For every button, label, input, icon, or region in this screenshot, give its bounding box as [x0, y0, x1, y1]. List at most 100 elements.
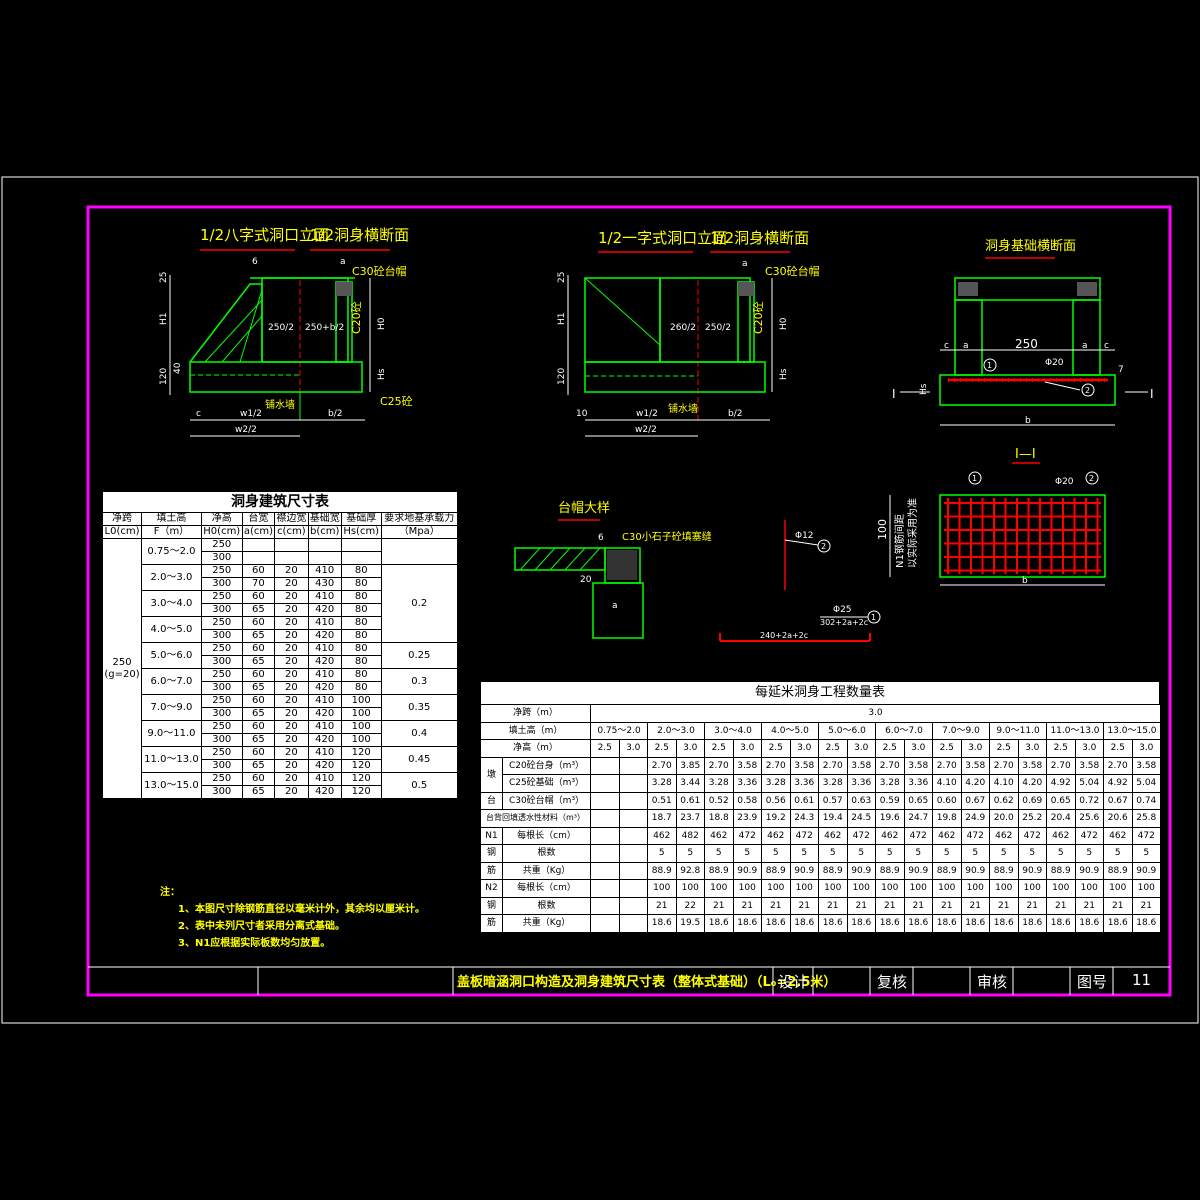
dim-cell [307, 551, 342, 565]
mesh-note-2: 以实际采用为准 [906, 498, 919, 568]
qty-cell: 18.6 [761, 914, 791, 933]
dim-cell [274, 551, 309, 565]
qty-cell: 90.9 [732, 861, 762, 880]
qty-cell: 0.65 [1046, 791, 1076, 810]
qty-height: 3.0 [618, 739, 648, 758]
dim-bearing: 0.2 [380, 564, 458, 643]
qty-cell: 92.8 [675, 861, 705, 880]
qty-cell: 21 [818, 896, 848, 915]
qty-cell: 21 [1131, 896, 1162, 915]
qty-span-label: 净跨（m） [480, 704, 591, 723]
dim-a-3a: a [963, 341, 969, 351]
qty-fill: 7.0～9.0 [932, 721, 990, 740]
dim-header-7: 要求地基承载力 [380, 512, 458, 526]
notes-head: 注： [160, 887, 180, 898]
qty-cell: 3.36 [789, 774, 819, 793]
dim-fill-range: 5.0～6.0 [141, 642, 202, 669]
dim-cell: 60 [241, 616, 276, 630]
qty-cell: 3.36 [846, 774, 876, 793]
qty-group: N2 [480, 879, 503, 898]
dim-cell: 60 [241, 642, 276, 656]
qty-cell: 0.58 [732, 791, 762, 810]
qty-cell: 18.6 [846, 914, 876, 933]
qty-cell: 19.5 [675, 914, 705, 933]
qty-cell: 3.58 [960, 756, 990, 775]
qty-cell: 4.20 [960, 774, 990, 793]
dim-cell: 20 [274, 707, 309, 721]
qty-cell: 24.9 [960, 809, 990, 828]
qty-cell: 18.8 [704, 809, 734, 828]
dim-cell: 300 [200, 629, 243, 643]
dim-cell: 80 [340, 564, 382, 578]
qty-height: 2.5 [647, 739, 677, 758]
dim-cell: 80 [340, 668, 382, 682]
qty-cell [618, 879, 648, 898]
dim-cell: 80 [340, 616, 382, 630]
qty-cell: 20.4 [1046, 809, 1076, 828]
dim-25-1: 25 [159, 272, 169, 283]
qty-row-label: 根数 [502, 896, 591, 915]
dim-cell: 100 [340, 720, 382, 734]
qty-height: 2.5 [761, 739, 791, 758]
dim-span-cell: 250(g=20) [101, 538, 143, 799]
dim-bearing: 0.35 [380, 694, 458, 721]
dim-header-1: 填土高 [141, 512, 202, 526]
dim-20-5: 20 [580, 575, 592, 585]
dim-cell: 300 [200, 681, 243, 695]
qty-cell: 462 [932, 826, 962, 845]
qty-cell: 21 [903, 896, 933, 915]
qty-cell: 18.6 [647, 914, 677, 933]
dim-cell: 420 [307, 785, 342, 799]
qty-cell: 90.9 [789, 861, 819, 880]
dim-header-2: 净高 [200, 512, 243, 526]
qty-cell: 24.3 [789, 809, 819, 828]
qty-cell [618, 861, 648, 880]
dim-cell: 65 [241, 655, 276, 669]
dim-bearing: 0.3 [380, 668, 458, 695]
dim-unit-4: c(cm) [274, 525, 309, 539]
dim-cell: 420 [307, 759, 342, 773]
qty-cell: 5 [818, 844, 848, 863]
qty-height: 3.0 [1074, 739, 1104, 758]
dim-unit-6: Hs(cm) [340, 525, 382, 539]
qty-cell: 5 [647, 844, 677, 863]
dim-cell: 20 [274, 733, 309, 747]
qty-cell: 0.72 [1074, 791, 1104, 810]
label-phi12: Φ12 [795, 531, 814, 541]
dim-cell: 20 [274, 746, 309, 760]
dim-cell: 300 [200, 551, 243, 565]
qty-fill: 9.0～11.0 [989, 721, 1047, 740]
qty-cell [618, 844, 648, 863]
qty-height: 2.5 [590, 739, 620, 758]
title-block-frame [88, 966, 1170, 995]
dim-cell: 80 [340, 603, 382, 617]
qty-cell: 462 [818, 826, 848, 845]
qty-cell: 18.6 [818, 914, 848, 933]
qty-cell: 88.9 [818, 861, 848, 880]
qty-cell: 462 [989, 826, 1019, 845]
dim-25-2: 25 [557, 272, 567, 283]
qty-cell: 472 [846, 826, 876, 845]
qty-cell: 5 [903, 844, 933, 863]
dim-cell: 20 [274, 629, 309, 643]
qty-cell: 3.58 [1017, 756, 1047, 775]
dim-cell: 410 [307, 642, 342, 656]
dim-cell: 250 [200, 590, 243, 604]
qty-cell: 3.58 [1131, 756, 1162, 775]
qty-cell: 21 [960, 896, 990, 915]
dim-cell: 80 [340, 642, 382, 656]
dim-header-4: 襟边宽 [274, 512, 309, 526]
dim-cell [307, 538, 342, 552]
qty-cell: 472 [732, 826, 762, 845]
dim-c-3b: c [1104, 341, 1109, 351]
dim-cell: 20 [274, 642, 309, 656]
label-c30-small: C30小石子砼填塞缝 [622, 530, 712, 543]
qty-cell: 21 [932, 896, 962, 915]
rebar-len-1: 302+2a+2c [820, 618, 868, 627]
dim-fill-range: 11.0～13.0 [141, 746, 202, 773]
dim-unit-0: L0(cm) [101, 525, 143, 539]
